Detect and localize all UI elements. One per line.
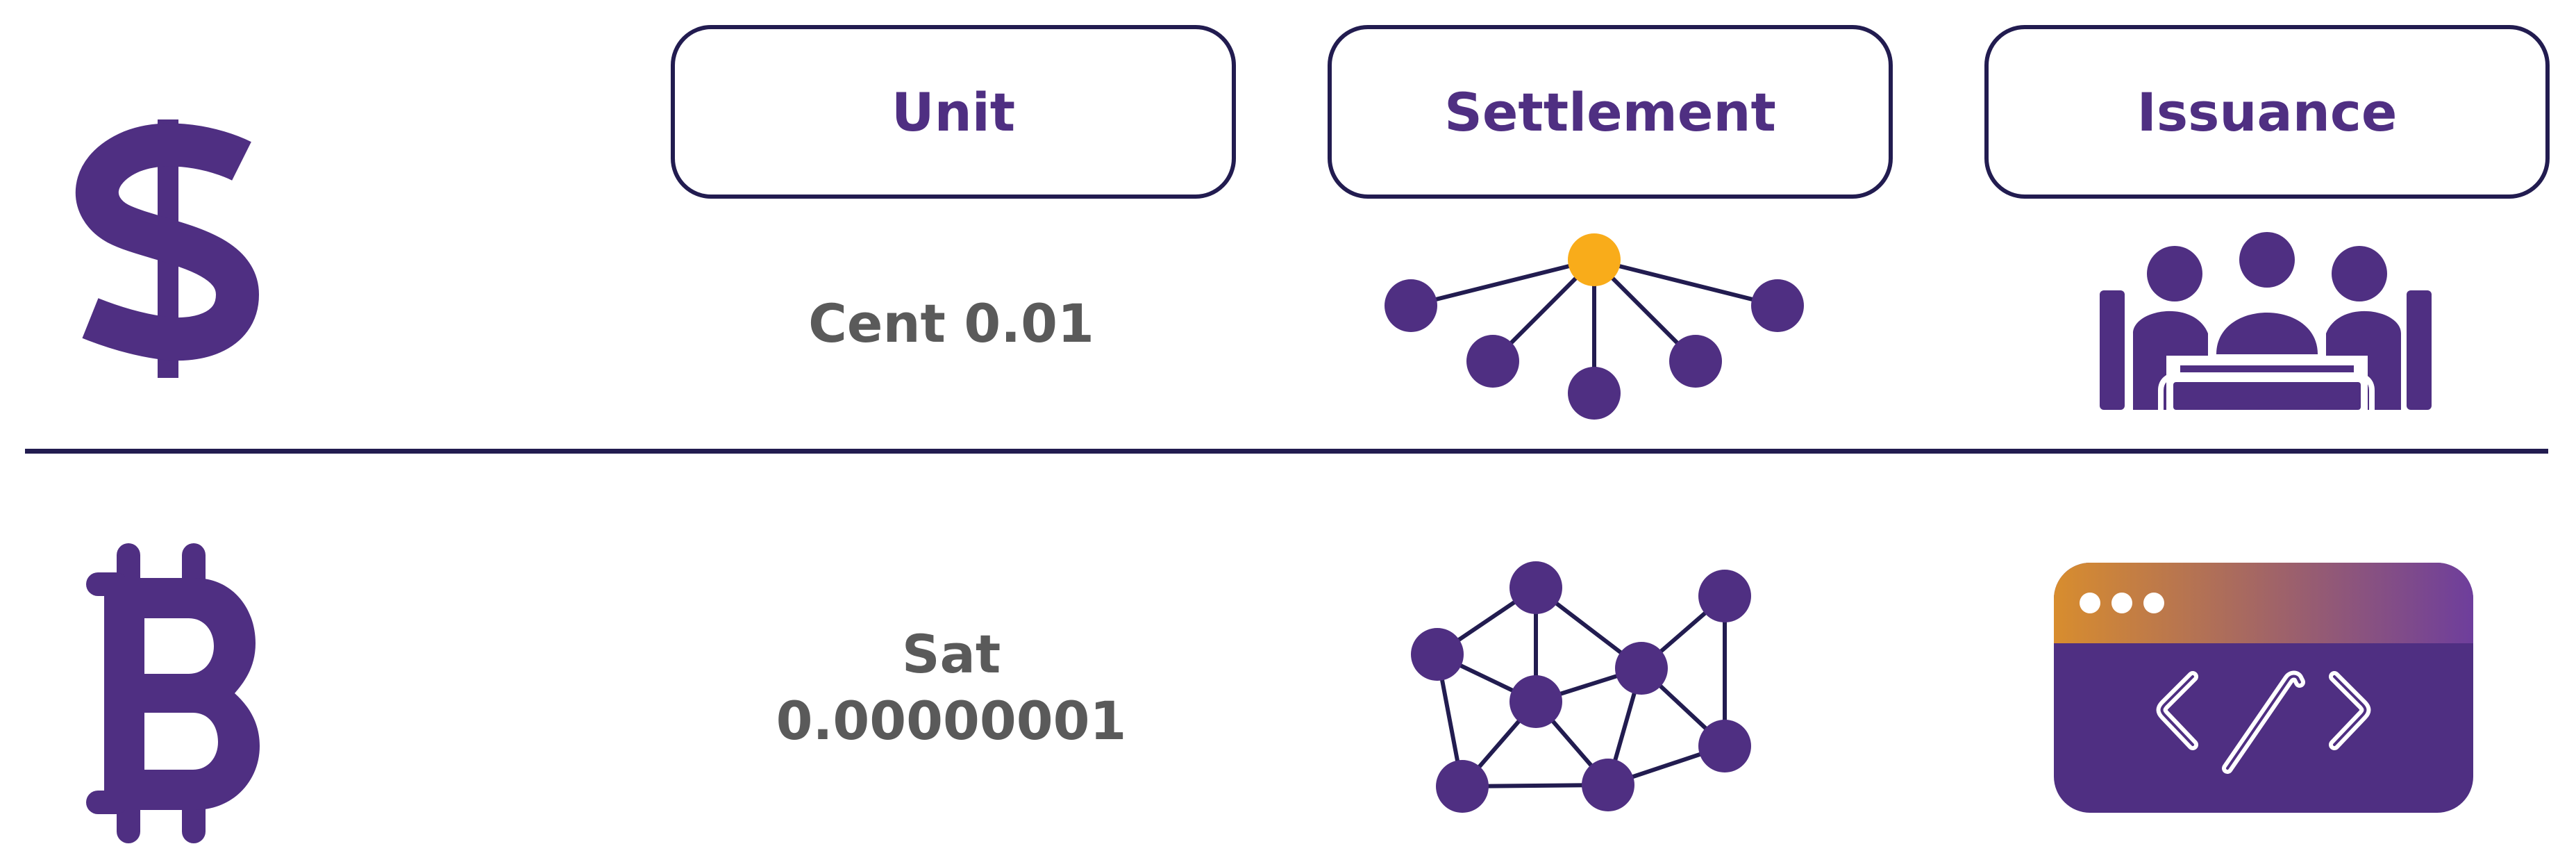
bitcoin-sign-icon — [86, 543, 260, 843]
network-node — [1669, 335, 1722, 388]
central-node — [1568, 233, 1621, 286]
window-dot — [2143, 593, 2164, 613]
network-node — [1568, 367, 1621, 420]
cent-unit-label: Cent 0.01 — [808, 292, 1094, 354]
network-node — [1411, 628, 1464, 681]
sat-unit-value: 0.00000001 — [776, 690, 1127, 752]
network-node — [1509, 675, 1562, 728]
network-node — [1436, 760, 1489, 813]
window-dot — [2111, 593, 2132, 613]
network-node — [1751, 279, 1804, 332]
row-divider — [25, 449, 2548, 454]
settlement-column-header: Settlement — [1328, 25, 1893, 199]
unit-column-header: Unit — [671, 25, 1236, 199]
window-dot — [2080, 593, 2100, 613]
network-node — [1698, 570, 1751, 622]
sat-unit-label: Sat — [901, 623, 1001, 685]
centralized-network-icon — [1385, 233, 1804, 420]
network-node — [1385, 279, 1437, 332]
network-node — [1615, 642, 1668, 695]
decentralized-mesh-network-icon — [1411, 561, 1751, 813]
board-meeting-icon — [2100, 232, 2432, 413]
network-node — [1582, 759, 1634, 811]
network-node — [1466, 335, 1519, 388]
network-node — [1698, 720, 1751, 772]
dollar-sign-icon — [75, 119, 260, 378]
network-node — [1509, 561, 1562, 614]
issuance-column-header: Issuance — [1984, 25, 2550, 199]
code-window-icon — [2054, 563, 2473, 813]
